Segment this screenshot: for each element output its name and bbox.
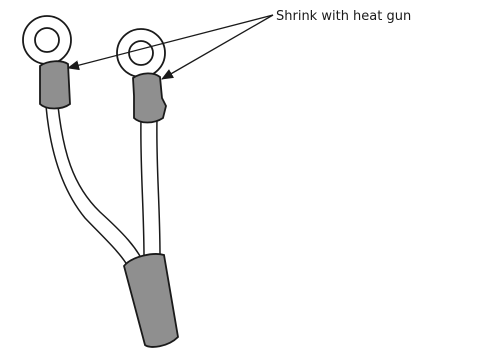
right-heat-shrink [132,72,167,124]
callout-arrow-left [67,14,274,71]
left-heat-shrink [39,60,71,110]
callout-label: Shrink with heat gun [276,9,411,24]
bottom-heat-shrink [123,253,179,348]
left-ring-terminal [22,15,72,65]
right-ring-terminal [116,28,166,78]
callout-arrow-right [161,14,274,80]
right-wire [140,118,161,259]
left-wire [45,105,148,271]
